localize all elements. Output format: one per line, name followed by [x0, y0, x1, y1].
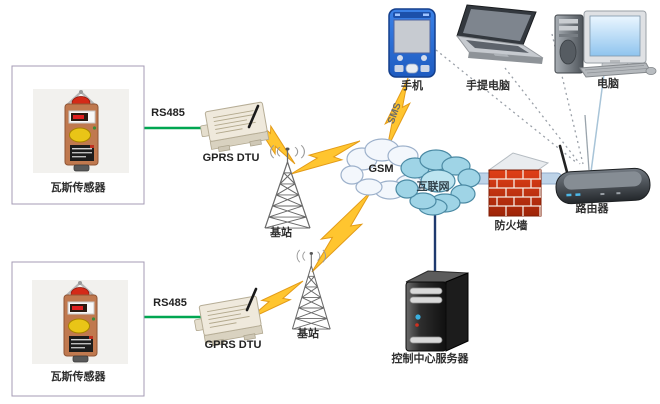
- base1-label: 基站: [270, 227, 292, 239]
- gas-sensor-icon-2: [30, 278, 130, 366]
- sensor1-label: 瓦斯传感器: [50, 182, 106, 194]
- gprs-dtu-icon-2: [191, 287, 264, 349]
- phone-icon: [388, 8, 436, 78]
- dtu2-label: GPRS DTU: [204, 339, 262, 351]
- sensor2-label: 瓦斯传感器: [50, 371, 106, 383]
- lightning-bolt-base2-gsm: [301, 183, 382, 280]
- desktop-label: 电脑: [597, 78, 619, 90]
- rs485-label-2: RS485: [153, 297, 187, 309]
- phone-label: 手机: [401, 80, 423, 92]
- internet-cloud-icon: [395, 149, 481, 216]
- dtu1-label: GPRS DTU: [202, 152, 260, 164]
- cell-tower-icon-1: [264, 144, 311, 229]
- cell-tower-icon-2: [291, 249, 331, 330]
- server-icon: [405, 270, 469, 352]
- server-label: 控制中心服务器: [391, 353, 469, 365]
- sensor-box-2: [11, 261, 145, 397]
- firewall-label: 防火墙: [494, 220, 528, 232]
- gas-sensor-icon-1: [31, 87, 131, 175]
- base2-label: 基站: [297, 328, 319, 340]
- laptop-label: 手提电脑: [466, 80, 510, 92]
- firewall-icon: [487, 152, 550, 217]
- desktop-wired-line: [590, 73, 605, 173]
- gprs-dtu-icon-1: [197, 101, 270, 155]
- laptop-icon: [455, 4, 544, 64]
- desktop-computer-icon: [554, 10, 657, 78]
- internet-cloud-label: 互联网: [416, 181, 450, 193]
- gsm-cloud-label: GSM: [368, 163, 394, 175]
- sensor-box-1: [11, 65, 145, 205]
- rs485-label-1: RS485: [151, 107, 185, 119]
- router-icon: [555, 114, 651, 205]
- router-label: 路由器: [575, 203, 609, 215]
